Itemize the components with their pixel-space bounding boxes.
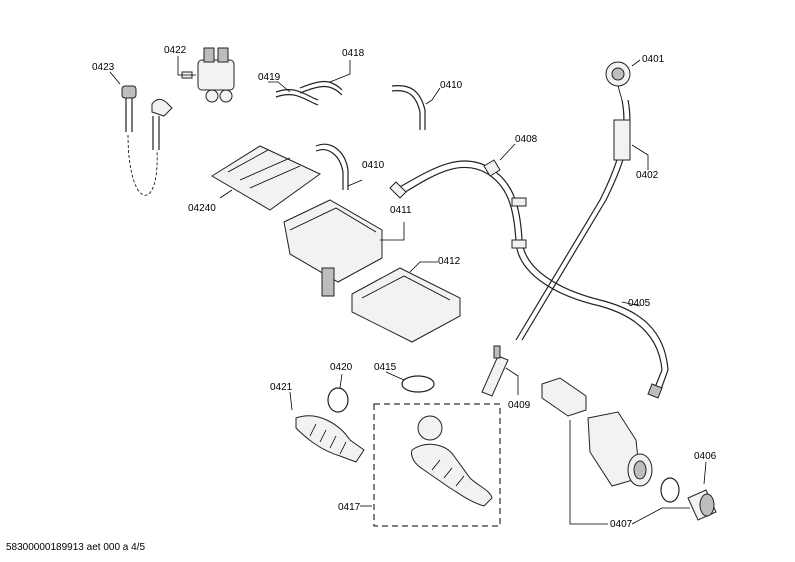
label-0410-top: 0410 <box>440 80 463 91</box>
label-0421: 0421 <box>270 382 293 393</box>
hose-0419[interactable] <box>275 88 319 106</box>
sump-hose-0421[interactable] <box>295 415 365 463</box>
label-0423: 0423 <box>92 62 115 73</box>
label-0402: 0402 <box>636 170 659 181</box>
filter-seal-ring[interactable] <box>660 477 680 503</box>
inlet-hose-0423[interactable] <box>121 85 173 196</box>
hose-0418[interactable] <box>299 80 343 96</box>
drain-pump-0407[interactable] <box>587 411 653 487</box>
drain-filter-0406[interactable] <box>687 489 717 521</box>
pressure-tube-0402[interactable] <box>515 99 631 341</box>
seal-ring-0420[interactable] <box>327 387 349 413</box>
pump-bracket[interactable] <box>541 377 587 417</box>
pressure-switch-0401[interactable] <box>605 61 631 101</box>
label-0410-middle: 0410 <box>362 160 385 171</box>
document-footer-id: 58300000189913 aet 000 a 4/5 <box>6 542 146 553</box>
detergent-drawer-0412[interactable] <box>351 267 461 343</box>
dispenser-cover-04240[interactable] <box>211 145 321 211</box>
hose-0408[interactable] <box>389 159 601 307</box>
inlet-valve-0422[interactable] <box>181 47 235 103</box>
hose-0405[interactable] <box>599 299 669 399</box>
label-0407: 0407 <box>610 519 633 530</box>
label-0411: 0411 <box>390 205 412 216</box>
label-0401: 0401 <box>642 54 665 65</box>
label-0415: 0415 <box>374 362 397 373</box>
label-0419: 0419 <box>258 72 281 83</box>
label-0408: 0408 <box>515 134 538 145</box>
seal-ring-0415[interactable] <box>401 375 435 393</box>
sump-assembly-0417[interactable] <box>411 415 493 507</box>
label-0405: 0405 <box>628 298 651 309</box>
label-04240: 04240 <box>188 203 216 214</box>
sensor-0409[interactable] <box>481 345 509 397</box>
label-0418: 0418 <box>342 48 365 59</box>
label-0417: 0417 <box>338 502 361 513</box>
dispenser-housing-0411[interactable] <box>283 199 383 297</box>
label-0406: 0406 <box>694 451 717 462</box>
hose-0410-top[interactable] <box>391 85 426 130</box>
label-0420: 0420 <box>330 362 353 373</box>
label-0409: 0409 <box>508 400 531 411</box>
assembly-box-0417 <box>373 403 501 527</box>
label-0412: 0412 <box>438 256 461 267</box>
label-0422: 0422 <box>164 45 187 56</box>
hose-0410-middle[interactable] <box>315 143 349 190</box>
